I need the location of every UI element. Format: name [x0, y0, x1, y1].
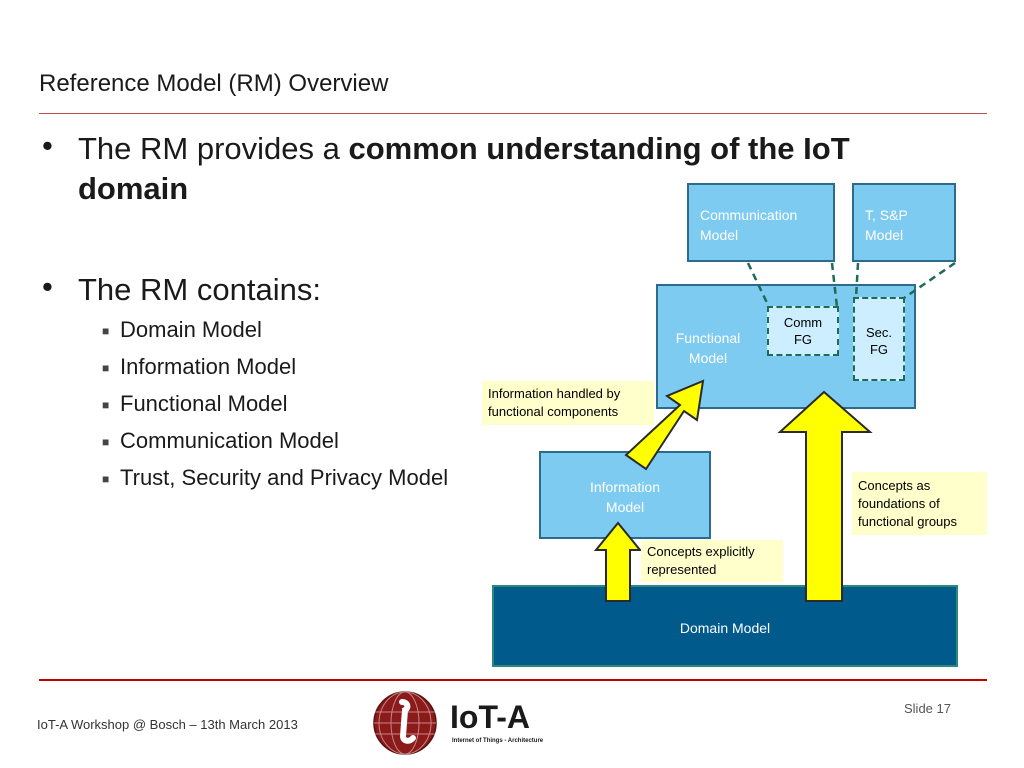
functional-model-label-1: Functional [675, 330, 741, 346]
square-bullet-icon: ■ [102, 472, 110, 486]
sec-fg-label-2: FG [869, 342, 889, 357]
note-concepts-explicit: Concepts explicitly represented [641, 540, 783, 582]
communication-model-label-1: Communication [700, 207, 798, 223]
title-divider [39, 113, 987, 114]
slide-number: Slide 17 [904, 701, 951, 716]
bullet-1-line-2: domain [78, 169, 188, 209]
bullet-1-bold-2: domain [78, 171, 189, 206]
sec-fg-label-1: Sec. [865, 325, 892, 340]
note-information-handled: Information handled by functional compon… [482, 381, 654, 425]
comm-fg-box: Comm FG [767, 306, 839, 356]
bullet-1-prefix: The RM provides a [78, 131, 349, 166]
domain-model-box: Domain Model [492, 585, 958, 667]
sec-fg-box: Sec. FG [853, 297, 905, 381]
comm-dashed-right [830, 262, 839, 308]
logo-text: IoT-A [450, 699, 530, 735]
comm-dashed-left [746, 262, 771, 308]
square-bullet-icon: ■ [102, 324, 110, 338]
sec-dashed-right [903, 261, 956, 300]
communication-model-box: Communication Model [687, 183, 835, 262]
page-title: Reference Model (RM) Overview [39, 70, 389, 97]
bullet-marker: • [42, 269, 53, 304]
footer-divider [39, 679, 987, 681]
bullet-1-line-1: The RM provides a common understanding o… [78, 129, 850, 169]
functional-model-label-2: Model [688, 350, 728, 366]
bullet-1-bold: common understanding of the IoT [348, 131, 850, 166]
tsp-model-label-1: T, S&P [865, 207, 908, 223]
square-bullet-icon: ■ [102, 435, 110, 449]
square-bullet-icon: ■ [102, 398, 110, 412]
comm-fg-label-2: FG [793, 332, 813, 347]
comm-fg-label-1: Comm [783, 315, 823, 330]
tsp-model-box: T, S&P Model [852, 183, 956, 262]
bullet-2: The RM contains: [78, 272, 321, 307]
note-concepts-foundations: Concepts as foundations of functional gr… [852, 472, 987, 535]
domain-model-label: Domain Model [679, 620, 771, 636]
square-bullet-icon: ■ [102, 361, 110, 375]
logo-tagline: Internet of Things - Architecture [452, 738, 544, 744]
information-model-label-2: Model [605, 499, 645, 515]
information-model-label-1: Information [589, 479, 661, 495]
tsp-model-label-2: Model [865, 227, 904, 243]
arrow-domain-to-information [593, 521, 643, 602]
iot-a-logo: IoT-A Internet of Things - Architecture [372, 690, 552, 756]
footer-text: IoT-A Workshop @ Bosch – 13th March 2013 [37, 717, 298, 732]
globe-logo-icon [373, 691, 437, 755]
sec-dashed-left [854, 262, 860, 299]
arrow-domain-to-functional [777, 390, 873, 602]
bullet-marker: • [42, 128, 53, 163]
information-model-box: Information Model [539, 451, 711, 539]
arrow-information-to-functional [624, 379, 705, 471]
communication-model-label-2: Model [700, 227, 739, 243]
